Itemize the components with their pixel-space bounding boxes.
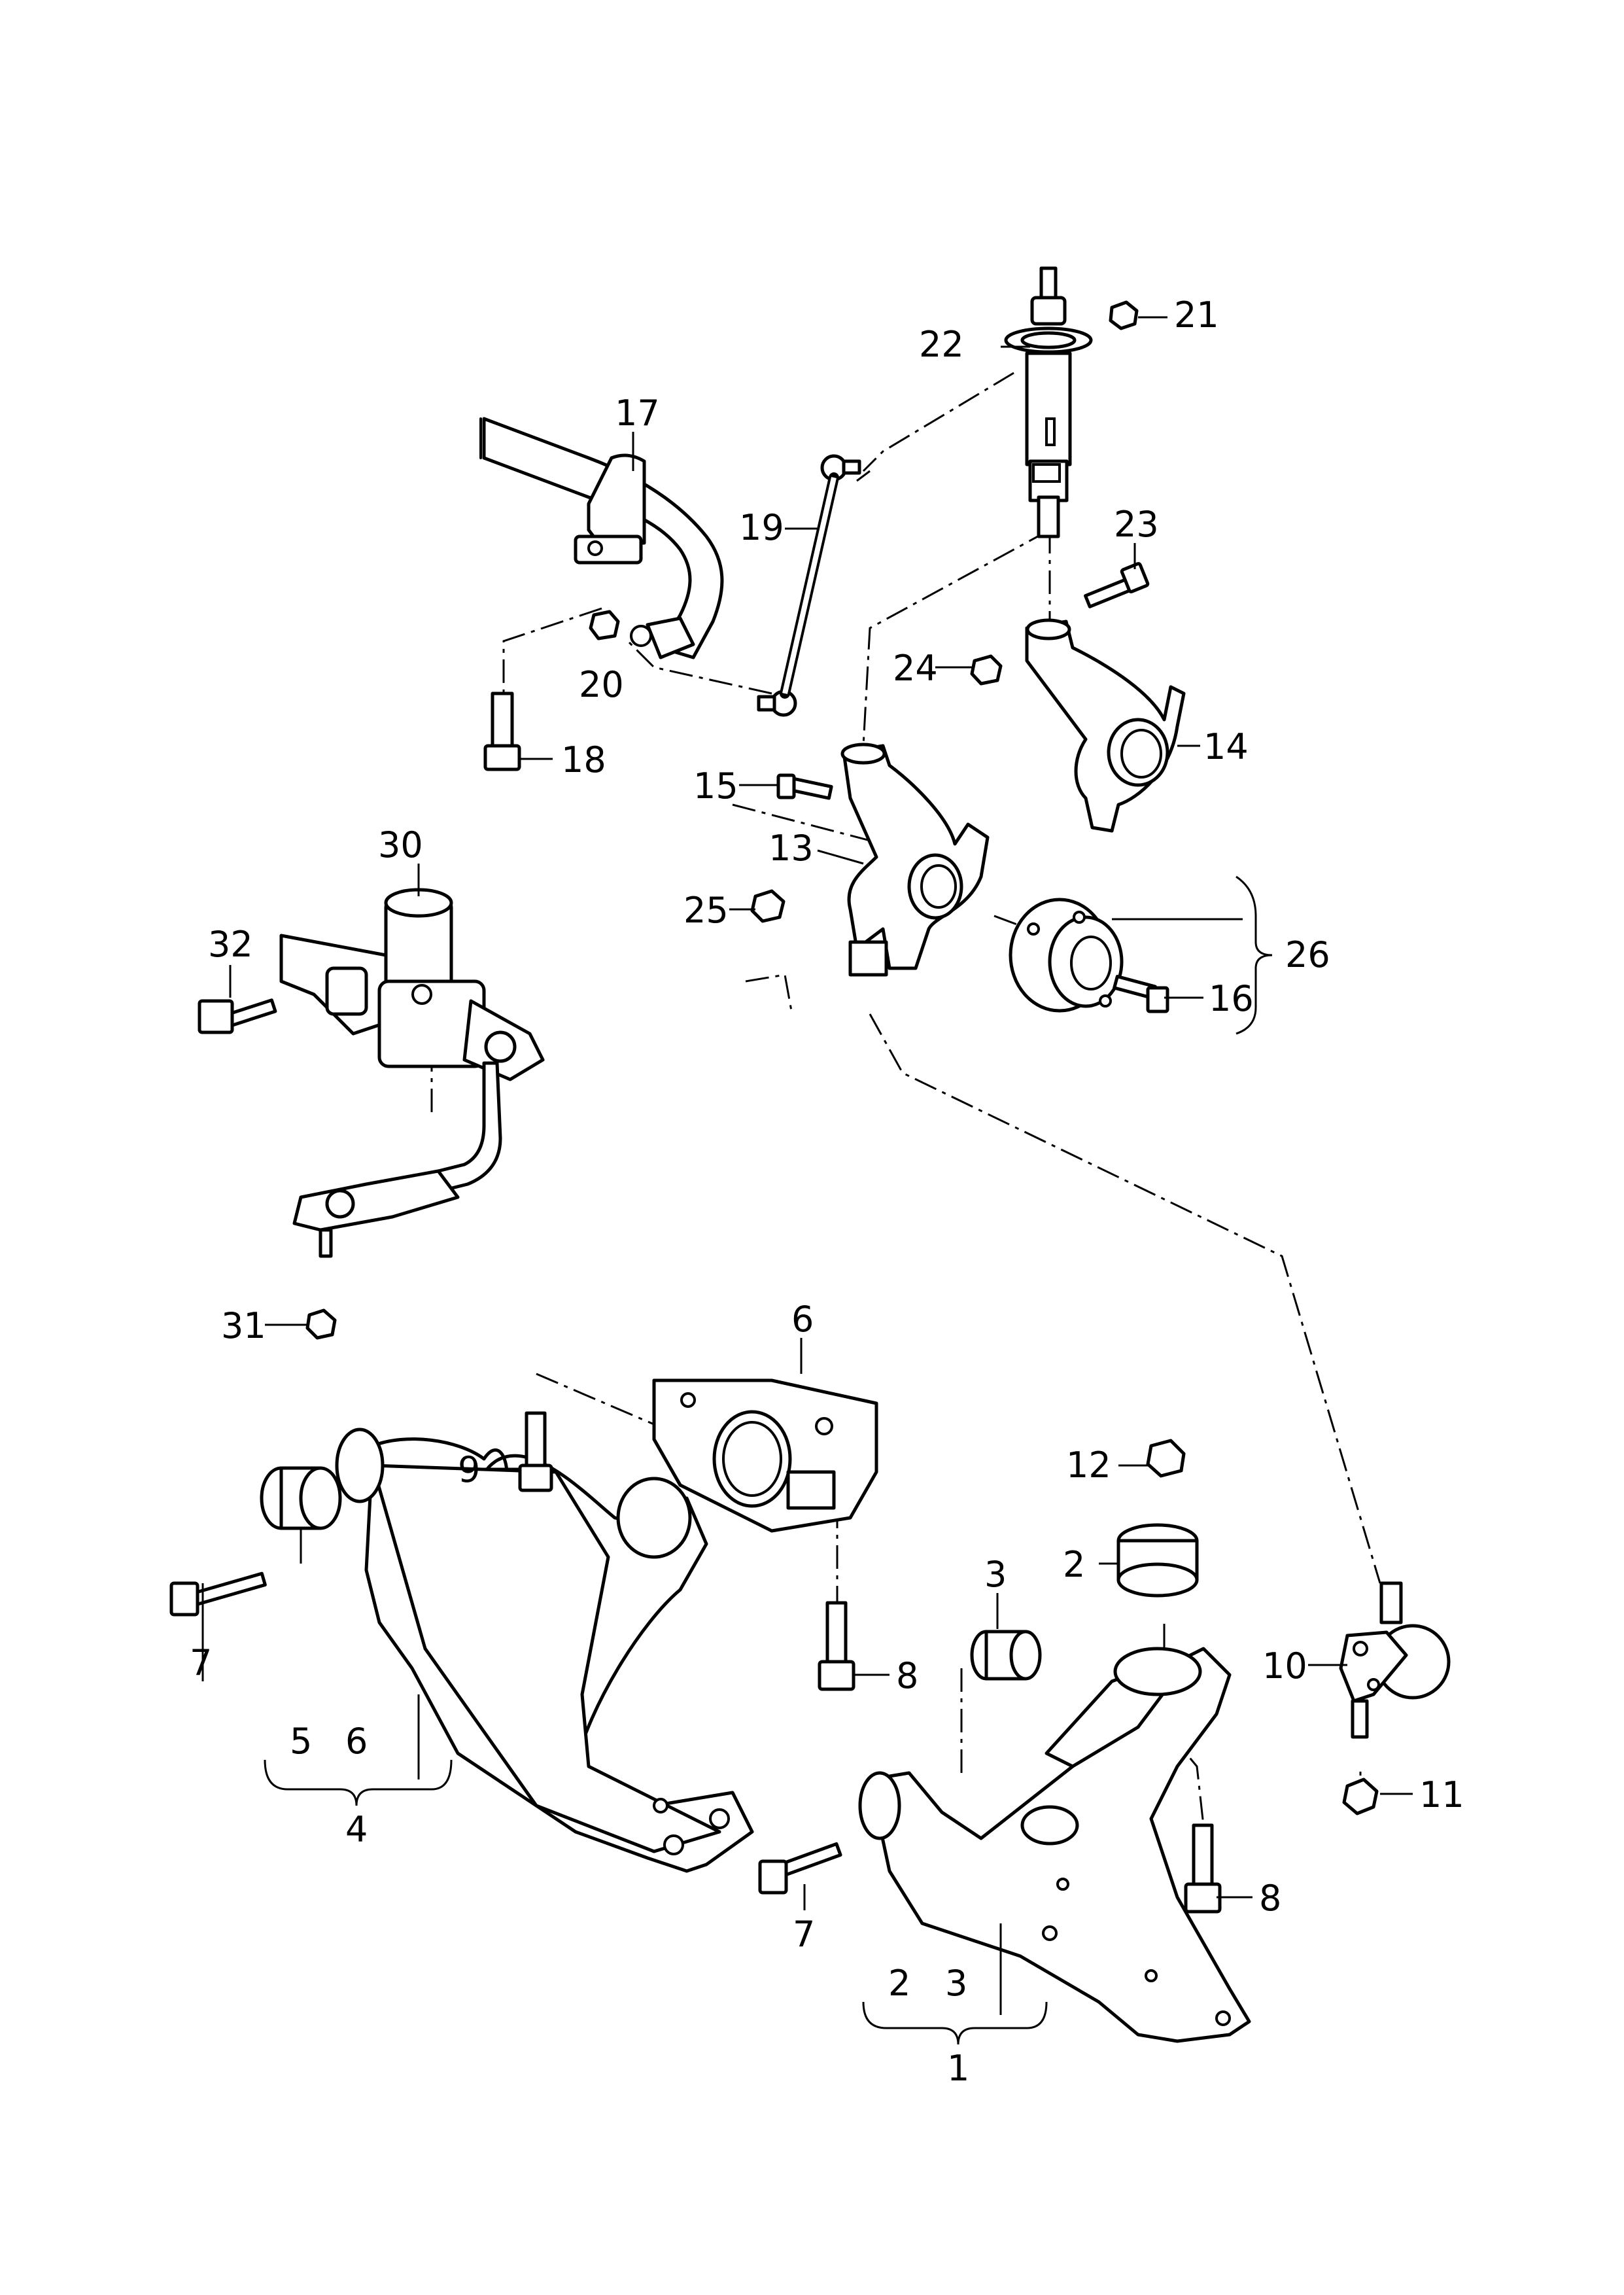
callout-26: 26 (1285, 934, 1330, 975)
strut-nut-21 (1109, 300, 1139, 330)
bush-3 (970, 1630, 1042, 1681)
callout-15: 15 (693, 765, 738, 807)
wishbone-assembly-4 (335, 1428, 754, 1873)
callout-5: 5 (290, 1721, 312, 1762)
nut-31 (305, 1308, 337, 1340)
callout-2-part: 2 (1063, 1544, 1085, 1585)
callout-labels: 21 22 17 19 23 24 20 14 18 15 13 30 25 2… (190, 294, 1464, 2089)
callout-6-bottom: 6 (345, 1721, 368, 1762)
callout-31: 31 (221, 1305, 266, 1346)
level-sender-30 (279, 888, 545, 1081)
callout-23: 23 (1114, 504, 1159, 545)
bush-2 (1116, 1523, 1199, 1598)
bolt-9 (518, 1411, 553, 1492)
callout-2-group: 2 (888, 1963, 910, 2004)
callout-3-part: 3 (984, 1554, 1007, 1595)
callout-25: 25 (683, 890, 729, 931)
bush-5 (260, 1466, 342, 1530)
hub-bolt-16 (1113, 975, 1169, 1013)
nut-24 (970, 654, 1003, 686)
callout-17: 17 (615, 393, 660, 434)
stabiliser-bolt-18 (483, 692, 521, 771)
callout-30: 30 (378, 824, 423, 866)
wheel-bearing-housing-13 (840, 743, 990, 977)
callout-32: 32 (208, 924, 253, 965)
callout-3-group: 3 (945, 1963, 967, 2004)
callout-24: 24 (893, 648, 938, 689)
stabiliser-nut-20 (589, 610, 620, 640)
callout-10: 10 (1262, 1645, 1307, 1687)
callout-13: 13 (769, 828, 814, 869)
bolt-8-right (1184, 1823, 1222, 1914)
bolt-8-left (818, 1601, 855, 1691)
bolt-23 (1084, 562, 1150, 608)
nut-25 (750, 889, 786, 923)
wheel-bearing-housing-14 (1025, 618, 1186, 833)
coupling-rod-19 (757, 454, 861, 717)
callout-6-top: 6 (791, 1299, 814, 1340)
callout-19: 19 (739, 507, 784, 548)
callout-12: 12 (1066, 1445, 1111, 1486)
callout-7-left: 7 (190, 1642, 212, 1683)
callout-9: 9 (458, 1449, 480, 1490)
callout-22: 22 (919, 324, 964, 365)
callout-1: 1 (947, 2048, 969, 2089)
callout-11: 11 (1419, 1774, 1464, 1815)
ball-joint-10 (1339, 1581, 1451, 1739)
callout-8-left: 8 (896, 1655, 918, 1696)
callout-21: 21 (1174, 294, 1219, 336)
callout-20: 20 (579, 664, 624, 705)
callout-4: 4 (345, 1809, 368, 1850)
wishbone-assembly-1 (858, 1647, 1251, 2043)
strut-assembly (1004, 266, 1093, 538)
stabiliser-bar (479, 417, 724, 659)
leader-lines (201, 316, 1413, 2045)
bracket-6 (652, 1378, 878, 1533)
callout-7-right: 7 (793, 1914, 815, 1955)
bolt-32 (198, 998, 277, 1034)
callout-8-right: 8 (1259, 1878, 1281, 1919)
nut-12 (1146, 1439, 1186, 1478)
callout-16: 16 (1209, 978, 1254, 1019)
callout-14: 14 (1203, 726, 1249, 767)
callout-18: 18 (561, 739, 606, 780)
nut-11 (1342, 1778, 1379, 1815)
bolt-15 (776, 773, 833, 800)
bolt-7-right (758, 1842, 842, 1895)
coupling-rod-level-sender (292, 1061, 502, 1258)
wheel-hub-26 (1009, 898, 1124, 1013)
bolt-7-left (169, 1571, 267, 1617)
